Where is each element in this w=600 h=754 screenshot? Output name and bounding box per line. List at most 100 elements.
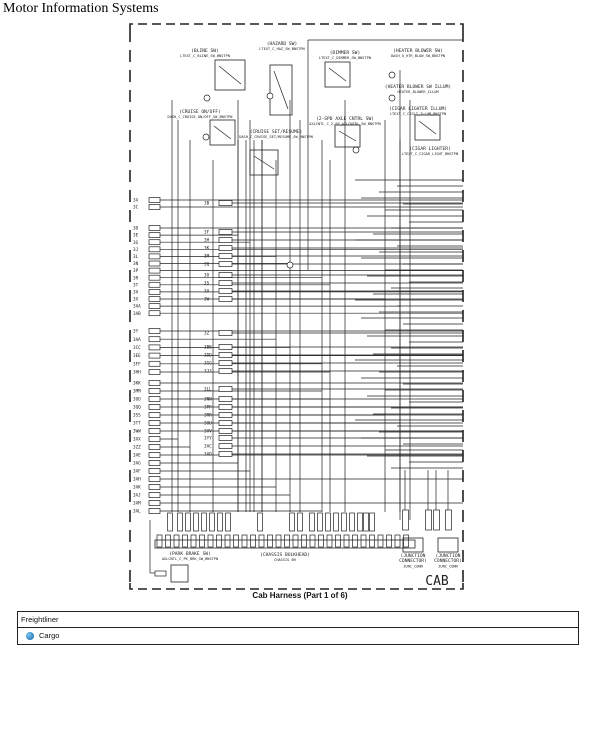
connector-pin-label: 3A bbox=[133, 198, 139, 204]
wire-label-box bbox=[148, 412, 161, 418]
switch-contact bbox=[253, 155, 275, 170]
wire-label-box bbox=[445, 509, 452, 531]
bulkhead-pin bbox=[267, 534, 273, 548]
wire-label-box bbox=[218, 368, 233, 374]
component-part-number: LTEXT_C_CIGAR_LIGHT_BNSTPN bbox=[402, 152, 458, 156]
switch-contact bbox=[418, 120, 437, 135]
list-item-label: Cargo bbox=[39, 631, 60, 640]
wire-label-box bbox=[148, 492, 161, 498]
wire-label-box bbox=[257, 512, 263, 532]
connector-pin-label: 3LL bbox=[204, 387, 212, 393]
component-name: (BLINE SW) bbox=[191, 48, 219, 54]
wire-label-box bbox=[218, 229, 233, 235]
wire-label-box bbox=[218, 253, 233, 259]
wire-label-box bbox=[225, 512, 231, 532]
wire-label-box bbox=[218, 404, 233, 410]
component-part-number: HEATER_BLOWER_ILLUM bbox=[397, 90, 439, 94]
bulkhead-pin bbox=[224, 534, 231, 548]
wire-label-box bbox=[148, 369, 161, 375]
switch-body bbox=[249, 149, 279, 176]
connector-pin-label: 3J bbox=[133, 247, 138, 253]
component-part-number: DASH_C_CRUISE_ON/OFF_SW_BNSTPN bbox=[168, 115, 233, 119]
switch-body bbox=[334, 124, 361, 148]
switch-body bbox=[214, 59, 246, 91]
connector-pin-label: 3B bbox=[204, 201, 210, 207]
connector-pin-label: 3S bbox=[204, 281, 210, 287]
wire-label-box bbox=[148, 303, 161, 309]
connector-pin-label: 3YY bbox=[204, 436, 212, 442]
wire-label-box bbox=[148, 460, 161, 466]
bulkhead-pin bbox=[403, 534, 409, 548]
wire-label-box bbox=[402, 509, 409, 531]
connector-pin-label: 3AA bbox=[133, 304, 141, 310]
connector-pin-label: 3AB bbox=[133, 311, 141, 317]
connector-pin-label: 3EE bbox=[133, 353, 141, 359]
table-header: Freightliner bbox=[18, 612, 578, 628]
connector-pin-label: 3AK bbox=[133, 485, 141, 491]
wire-label-box bbox=[148, 253, 161, 260]
connector-pin-label: 3AL bbox=[133, 509, 141, 515]
connector-pin-label: 3N bbox=[133, 261, 139, 267]
wire-label-box bbox=[369, 512, 375, 532]
wire-label-box bbox=[218, 245, 233, 251]
switch-body bbox=[414, 114, 441, 141]
wire-label-box bbox=[148, 484, 161, 490]
bulkhead-pin bbox=[216, 534, 222, 548]
connector-pin-label: 3JJ bbox=[204, 369, 212, 375]
wire-label-box bbox=[148, 360, 161, 367]
wire-label-box bbox=[218, 360, 233, 366]
bulkhead-pin bbox=[233, 534, 239, 548]
component-part-number: LTEXT_C_BLINE_SW_BNSTPN bbox=[180, 54, 230, 58]
switch-contact bbox=[218, 65, 242, 85]
connector-pin-label: 3AA bbox=[133, 337, 141, 343]
bulkhead-pin bbox=[352, 534, 358, 548]
bulkhead-pin bbox=[335, 534, 341, 548]
bulkhead-pin bbox=[386, 534, 392, 548]
bulkhead-pin bbox=[343, 534, 350, 548]
bulkhead-pin bbox=[394, 534, 401, 548]
list-item-cargo[interactable]: Cargo bbox=[18, 628, 578, 644]
wire-label-box bbox=[201, 512, 207, 532]
wire-label-box bbox=[349, 512, 355, 532]
wire-label-box bbox=[148, 436, 161, 442]
component-name: (CHASSIS BULKHEAD) bbox=[260, 552, 310, 558]
connector-pin-label: 3Q bbox=[204, 262, 210, 268]
component-name: (CRUISE ON/OFF) bbox=[179, 109, 221, 115]
wire-label-box bbox=[148, 296, 161, 302]
bulkhead-pin bbox=[377, 534, 384, 548]
switch-body bbox=[209, 119, 236, 146]
wire-label-box bbox=[341, 512, 347, 532]
connector-pin-label: 3AG bbox=[133, 461, 141, 467]
component-name: (DIMMER SW) bbox=[330, 50, 360, 56]
connector-pin-label: 3K bbox=[204, 246, 210, 252]
wire-label-box bbox=[425, 509, 432, 531]
wire-label-box bbox=[148, 328, 161, 334]
lamp-icon bbox=[388, 71, 396, 79]
bulkhead-pin bbox=[199, 534, 205, 548]
wire-label-box bbox=[218, 288, 233, 294]
component-name: (HEATER BLOWER SW) bbox=[393, 48, 443, 54]
wire-label-box bbox=[148, 420, 161, 426]
lamp-icon bbox=[202, 133, 210, 141]
bulkhead-pin bbox=[284, 534, 290, 548]
component-name: (PARK BRAKE SW) bbox=[169, 551, 211, 557]
connector-pin-label: 3AJ bbox=[133, 493, 141, 499]
wire-label-box bbox=[297, 512, 303, 532]
component-name: (HAZARD SW) bbox=[267, 41, 297, 47]
wire-label-box bbox=[218, 420, 233, 426]
bulkhead-pin bbox=[326, 534, 333, 548]
connector-pin-label: 3OO bbox=[133, 397, 141, 403]
wire-label-box bbox=[218, 396, 233, 402]
connector-pin-label: 3GG bbox=[204, 361, 212, 367]
wire-label-box bbox=[148, 404, 161, 410]
bulkhead-pin bbox=[241, 534, 248, 548]
bulkhead-pin bbox=[292, 534, 299, 548]
wire-label-box bbox=[148, 344, 161, 351]
switch-contact bbox=[273, 70, 289, 110]
connector-pin-label: 3ZZ bbox=[133, 445, 141, 451]
blue-bullet-icon bbox=[26, 632, 34, 640]
wire-label-box bbox=[218, 237, 233, 243]
connector-pin-label: 3F bbox=[204, 230, 210, 236]
wire-label-box bbox=[218, 412, 233, 418]
wire-label-box bbox=[325, 512, 331, 532]
